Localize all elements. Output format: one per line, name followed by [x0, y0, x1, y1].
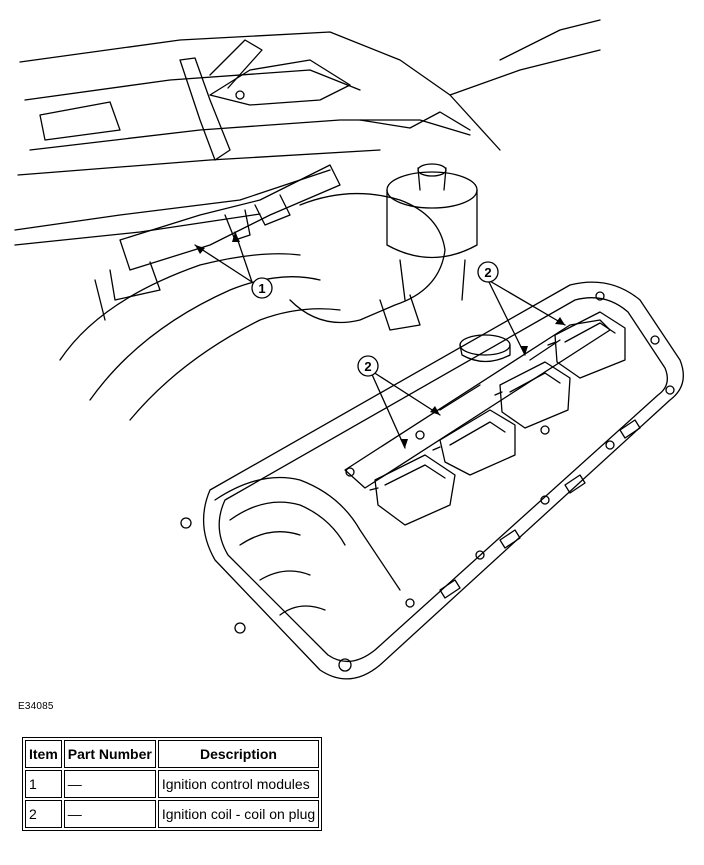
callout-2-top-label: 2 [484, 265, 491, 280]
table-row: 1 — Ignition control modules [25, 770, 320, 798]
row-item: 1 [25, 770, 62, 798]
engine-bay-illustration: 1 2 2 [14, 19, 684, 680]
bulkhead-panel [14, 19, 601, 246]
legend-table: Item Part Number Description 1 — Ignitio… [22, 737, 323, 831]
harness-rail [344, 319, 611, 489]
plug-bosses [439, 419, 641, 599]
leader-lines [194, 231, 566, 449]
header-item: Item [25, 740, 62, 768]
row-description: Ignition control modules [157, 770, 320, 798]
legend-header-row: Item Part Number Description [25, 740, 320, 768]
coil-packs [369, 311, 626, 526]
table-row: 2 — Ignition coil - coil on plug [25, 800, 320, 828]
callout-2-left-label: 2 [364, 359, 371, 374]
row-description: Ignition coil - coil on plug [157, 800, 320, 828]
cam-cover [180, 281, 684, 680]
header-part-number: Part Number [63, 740, 156, 768]
header-description: Description [157, 740, 320, 768]
strut-tower [386, 163, 478, 301]
wiper-arm [179, 39, 263, 161]
oil-filler-cap [459, 334, 511, 363]
air-intake-duct [59, 192, 446, 421]
callout-2-left: 2 [357, 355, 379, 377]
row-item: 2 [25, 800, 62, 828]
row-part-number: — [63, 770, 156, 798]
figure-code: E34085 [18, 701, 54, 712]
ignition-modules-area [94, 164, 341, 321]
row-part-number: — [63, 800, 156, 828]
callout-1-label: 1 [258, 281, 265, 296]
callout-1: 1 [251, 277, 273, 299]
callout-2-top: 2 [477, 261, 499, 283]
